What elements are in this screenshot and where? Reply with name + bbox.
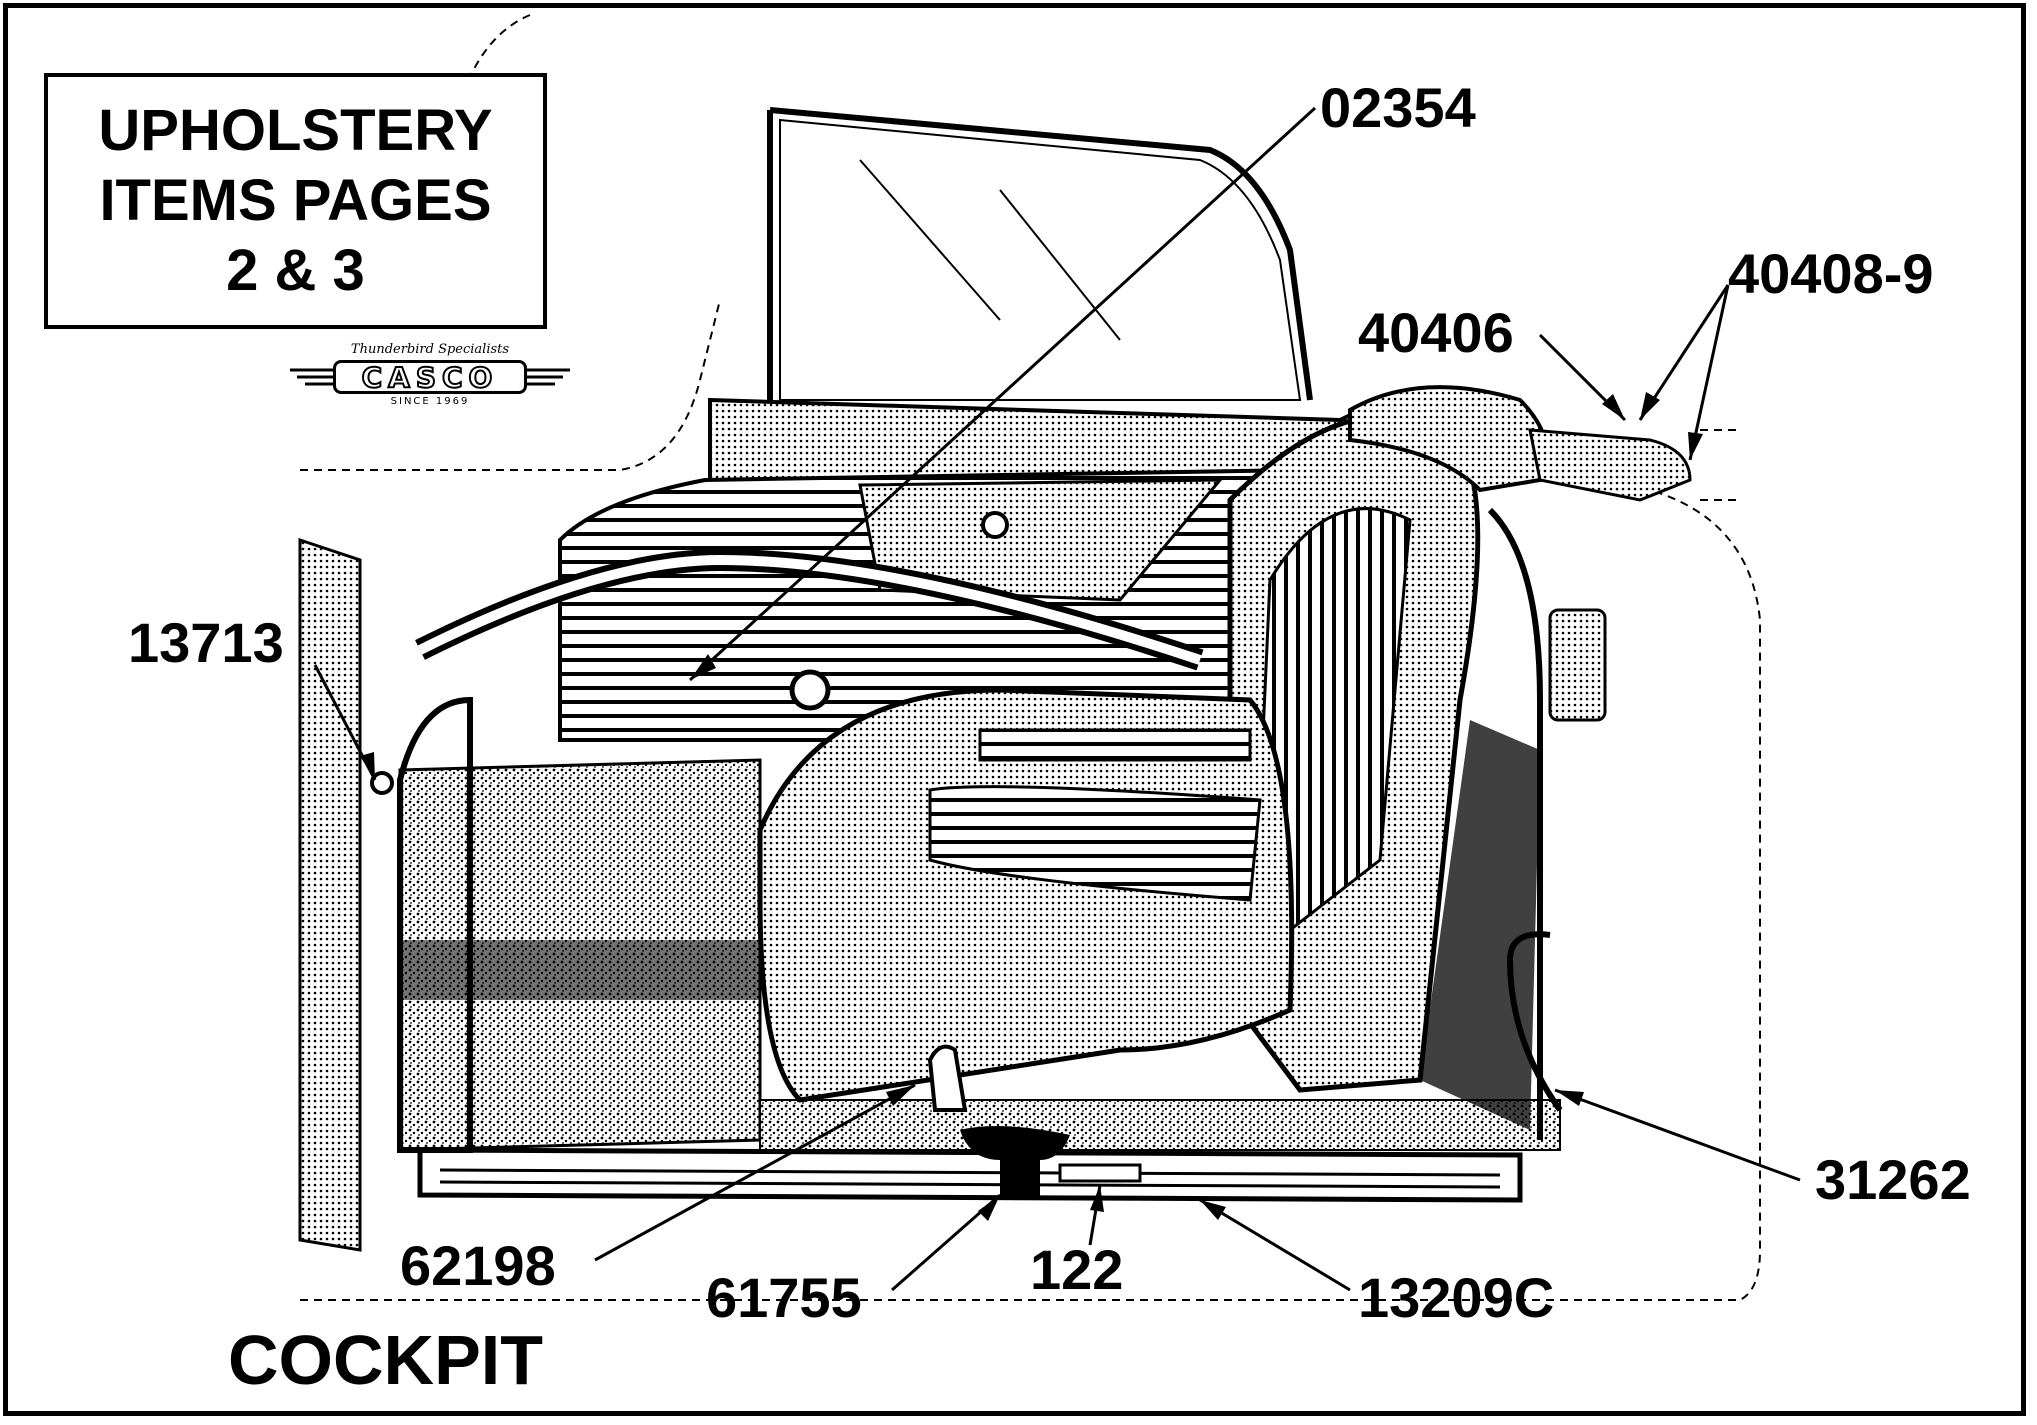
seat-back-pleats bbox=[1258, 507, 1412, 933]
part-13713: 13713 bbox=[128, 611, 284, 674]
info-box: UPHOLSTERY ITEMS PAGES 2 & 3 bbox=[44, 73, 547, 329]
diagram-title: COCKPIT bbox=[228, 1321, 543, 1399]
part-40406: 40406 bbox=[1358, 301, 1514, 364]
armrest-panel bbox=[858, 478, 1224, 602]
part-62198: 62198 bbox=[400, 1234, 556, 1297]
part-13209C: 13209C bbox=[1358, 1266, 1555, 1329]
logo-tagline: Thunderbird Specialists bbox=[350, 342, 510, 357]
part-40408-9: 40408-9 bbox=[1728, 242, 1934, 305]
info-box-line3: 2 & 3 bbox=[226, 238, 365, 303]
jamb-fastener bbox=[370, 771, 394, 795]
weatherstrip-left bbox=[397, 696, 473, 1153]
sill-plate-ribs bbox=[439, 1168, 1501, 1189]
trim-panel bbox=[1528, 428, 1692, 502]
seat-track-slot bbox=[927, 1044, 968, 1112]
logo-since: SINCE 1969 bbox=[390, 396, 470, 407]
window-crank bbox=[981, 511, 1009, 539]
weatherstrip-right bbox=[1487, 507, 1543, 1140]
seat-cushion-pleats bbox=[928, 785, 1262, 902]
leader-arrowheads bbox=[360, 392, 1703, 1221]
windshield-glare bbox=[859, 159, 1121, 341]
info-box-line2: ITEMS PAGES bbox=[99, 168, 492, 233]
door-handle bbox=[789, 669, 831, 711]
part-02354: 02354 bbox=[1320, 76, 1476, 139]
windshield-frame bbox=[767, 107, 1313, 401]
door-jamb bbox=[298, 537, 362, 1252]
part-122: 122 bbox=[1030, 1238, 1124, 1301]
casco-logo: Thunderbird Specialists CASCO SINCE 1969 bbox=[285, 342, 575, 412]
logo-wings-icon bbox=[290, 368, 570, 386]
part-61755: 61755 bbox=[706, 1266, 862, 1329]
seat-track-cover bbox=[960, 1126, 1070, 1200]
part-31262: 31262 bbox=[1815, 1148, 1971, 1211]
logo-brand: CASCO bbox=[333, 360, 527, 395]
door-striker bbox=[1548, 608, 1607, 722]
info-box-line1: UPHOLSTERY bbox=[98, 98, 493, 163]
sill-plate bbox=[417, 1147, 1523, 1203]
